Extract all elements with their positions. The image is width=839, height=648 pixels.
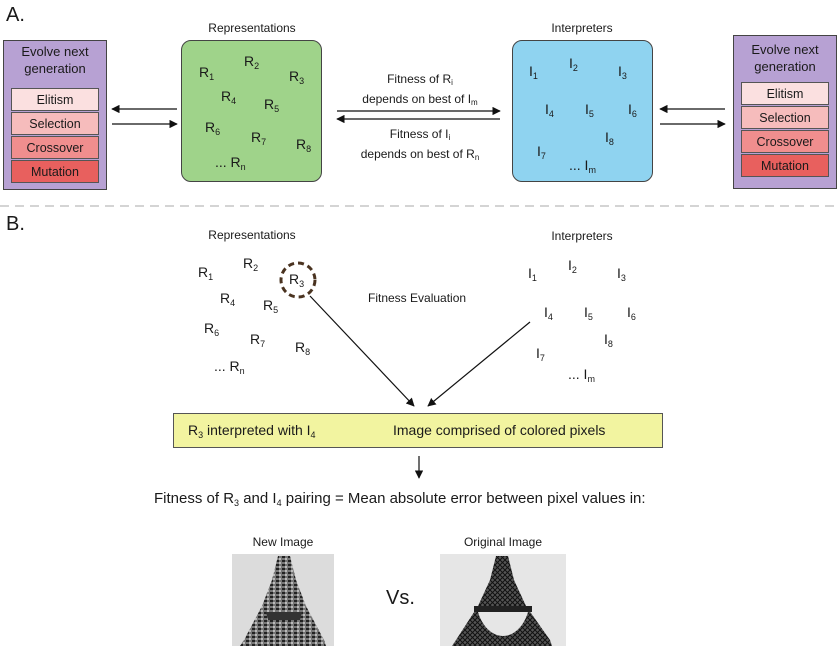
op-selection: Selection [11,112,99,135]
rep-b-r5: R5 [263,297,279,315]
rep-b-r7: R7 [250,331,266,349]
rep-r3: R3 [289,68,305,86]
rep-b-r6: R6 [204,320,220,338]
interpreters-box-a: I1 I2 I3 I4 I5 I6 I8 I7 ... Im [512,40,653,182]
int-b-i2: I2 [568,257,577,275]
int-i6: I6 [628,101,637,119]
panel-a-label: A. [6,4,25,26]
op-elitism: Elitism [11,88,99,111]
rep-b-r8: R8 [295,339,311,357]
int-i4: I4 [545,101,554,119]
interpretation-left-text: R3 interpreted with I4 [188,422,316,440]
original-image [440,554,566,646]
evolve-title-line2: generation [754,59,816,74]
rep-rn: ... Rn [215,154,246,172]
rep-r4: R4 [221,88,237,106]
i-selection-outline [521,242,620,362]
evolve-box-left: Evolve next generation Elitism Selection… [3,40,107,190]
fitness-i-text: Fitness of Ii depends on best of Rn [360,127,480,162]
int-i8: I8 [605,129,614,147]
arrow-b-i4-to-box [427,321,531,407]
rep-b-r1: R1 [198,264,214,282]
int-b-i4: I4 [544,304,553,322]
int-b-i6: I6 [627,304,636,322]
fitness-statement: Fitness of R3 and I4 pairing = Mean abso… [154,490,646,508]
evolve-title-line2: generation [24,61,86,76]
op-mutation: Mutation [741,154,829,177]
vs-label: Vs. [386,587,415,609]
panel-b-interpreters-title: Interpreters [551,229,613,243]
rep-b-r3: R3 [289,271,305,289]
rep-r7: R7 [251,129,267,147]
rep-b-r4: R4 [220,290,236,308]
fitness-r-text: Fitness of Ri depends on best of Im [362,72,478,107]
int-b-im: ... Im [568,366,595,384]
rep-r8: R8 [296,136,312,154]
op-mutation: Mutation [11,160,99,183]
rep-r1: R1 [199,64,215,82]
new-image [232,554,334,646]
op-crossover: Crossover [11,136,99,159]
rep-b-r2: R2 [243,255,259,273]
evolve-title-line1: Evolve next [21,44,89,59]
interpretation-box: R3 interpreted with I4 Image comprised o… [173,413,663,448]
int-im: ... Im [569,157,596,175]
int-b-i5: I5 [584,304,593,322]
rep-r5: R5 [264,96,280,114]
r3-selection-circle [279,261,317,299]
op-elitism: Elitism [741,82,829,105]
int-i1: I1 [529,63,538,81]
int-i5: I5 [585,101,594,119]
interpretation-result-text: Image comprised of colored pixels [393,422,606,438]
int-b-i1: I1 [528,265,537,283]
arrow-b-r3-to-box [309,295,415,407]
int-i3: I3 [618,63,627,81]
original-image-label: Original Image [463,535,543,549]
int-i7: I7 [537,143,546,161]
op-selection: Selection [741,106,829,129]
rep-r6: R6 [205,119,221,137]
representations-box-a: R1 R2 R3 R4 R5 R6 R7 R8 ... Rn [181,40,322,182]
int-i2: I2 [569,55,578,73]
int-b-i8: I8 [604,331,613,349]
new-image-label: New Image [252,535,314,549]
panel-a-interpreters-title: Interpreters [551,21,613,35]
evolve-title-line1: Evolve next [751,42,819,57]
rep-b-rn: ... Rn [214,358,245,376]
op-crossover: Crossover [741,130,829,153]
int-b-i3: I3 [617,265,626,283]
evolve-box-right: Evolve next generation Elitism Selection… [733,35,837,189]
rep-r2: R2 [244,53,260,71]
int-b-i7: I7 [536,345,545,363]
panel-b-label: B. [6,213,25,235]
panel-b-representations-title: Representations [208,228,296,242]
panel-a-representations-title: Representations [208,21,296,35]
fitness-evaluation-label: Fitness Evaluation [368,291,467,305]
